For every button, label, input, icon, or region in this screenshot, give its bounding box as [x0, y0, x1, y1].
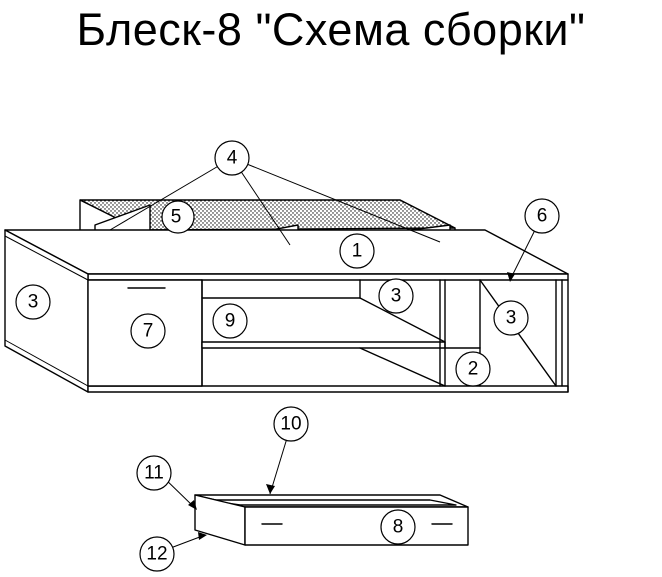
- callout-1: 1: [339, 233, 375, 269]
- callout-label: 8: [393, 517, 404, 538]
- page-title: Блеск-8 "Схема сборки": [76, 4, 586, 55]
- callout-label: 4: [227, 148, 238, 169]
- cabinet-body: [4, 229, 569, 393]
- callout-label: 3: [391, 286, 402, 307]
- callout-label: 6: [537, 206, 548, 227]
- callout-label: 12: [146, 544, 167, 565]
- callout-6: 6: [524, 198, 560, 234]
- callout-9: 9: [212, 303, 248, 339]
- callout-3-inner-side: 3: [378, 278, 414, 314]
- callout-label: 3: [506, 308, 517, 329]
- callout-label: 1: [352, 241, 363, 262]
- callout-5: 5: [161, 200, 195, 234]
- callout-label: 3: [28, 292, 39, 313]
- callout-3-right-side: 3: [493, 300, 529, 336]
- callout-12: 12: [139, 536, 175, 572]
- callout-7: 7: [130, 313, 166, 349]
- callout-11: 11: [136, 455, 172, 491]
- callout-label: 5: [171, 207, 182, 228]
- callout-label: 7: [143, 321, 154, 342]
- callout-label: 10: [280, 414, 301, 435]
- callout-8: 8: [380, 509, 416, 545]
- callout-2: 2: [455, 351, 491, 387]
- callout-10: 10: [273, 406, 309, 442]
- callout-label: 11: [144, 463, 164, 484]
- callout-label: 2: [468, 359, 479, 380]
- drawer: [194, 494, 469, 546]
- callout-label: 9: [225, 311, 236, 332]
- callout-3-left-side: 3: [15, 284, 51, 320]
- callout-4: 4: [214, 140, 250, 176]
- leader-arrows: [188, 272, 515, 540]
